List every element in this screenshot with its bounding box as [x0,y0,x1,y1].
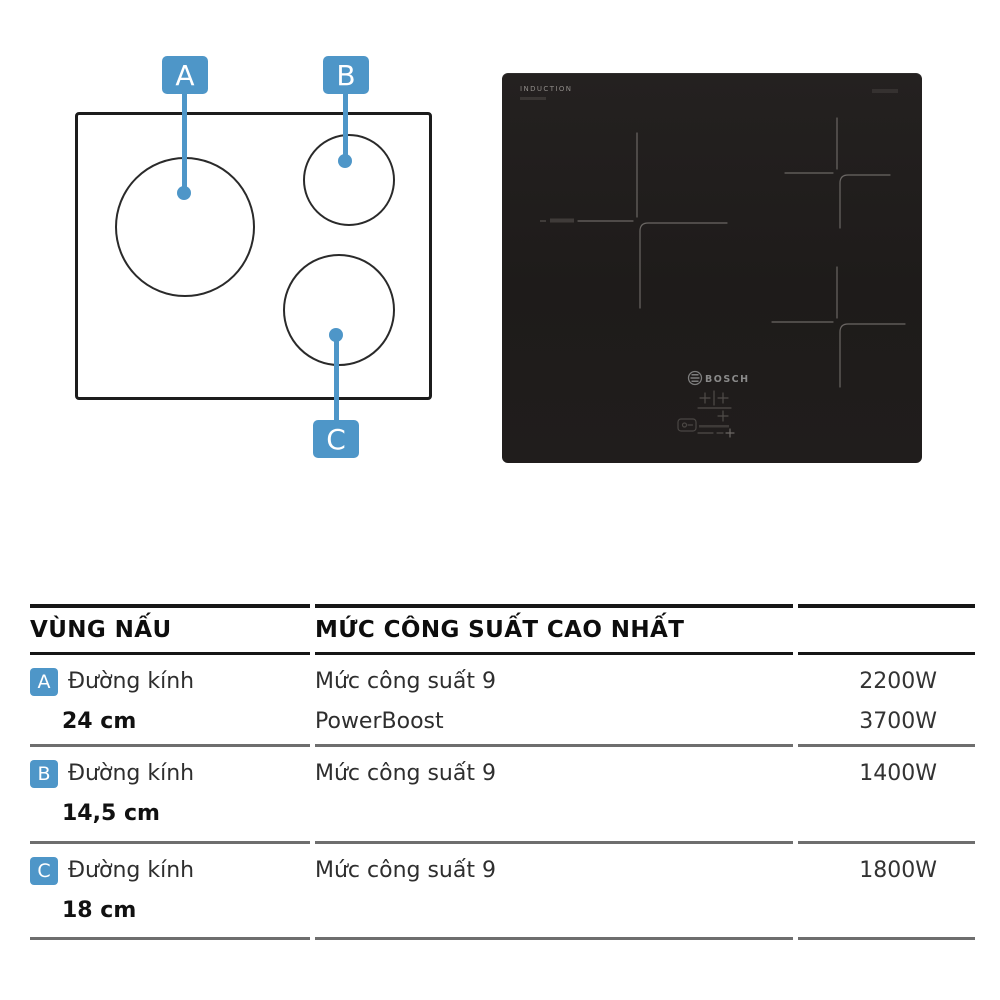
bosch-wordmark: BOSCH [705,374,750,385]
row-b-level-cell: Mức công suất 9 [315,747,793,844]
zone-cross-top-right [784,117,891,229]
zone-label-b: B [323,56,369,94]
callout-dot-a [177,186,191,200]
power-plus-icon [725,428,735,438]
bosch-armature-icon [687,370,703,386]
model-print-mark [872,89,898,93]
control-panel [677,390,735,438]
zone-label-a: A [162,56,208,94]
zone-c-level-1: Mức công suất 9 [315,858,496,883]
zone-a-power-2: 3700W [859,709,937,734]
zone-c-power-1: 1800W [859,858,937,883]
zone-select-plus-left [699,392,711,404]
zone-cross-bottom-right [771,266,906,388]
row-a-power-cell: 2200W 3700W [798,655,975,747]
zone-a-size: 24 cm [62,709,137,734]
zone-a-level-1: Mức công suất 9 [315,669,496,694]
cooktop-photo: INDUCTION [502,73,922,463]
row-a-zone-cell: A Đường kính 24 cm [30,655,310,747]
zone-a-name: Đường kính [68,669,195,694]
header-spacer [798,604,975,655]
zone-b-level-1: Mức công suất 9 [315,761,496,786]
callout-line-b [343,93,348,160]
zone-label-c: C [313,420,359,458]
row-b-zone-cell: B Đường kính 14,5 cm [30,747,310,844]
zone-b-badge: B [30,760,58,788]
spec-table: VÙNG NẤU MỨC CÔNG SUẤT CAO NHẤT A Đường … [30,604,975,940]
key-lock-icon [677,418,697,432]
zone-size-print [540,218,574,223]
callout-dot-b [338,154,352,168]
cooktop-markings: BOSCH [540,117,906,438]
zone-a-badge: A [30,668,58,696]
row-c-zone-cell: C Đường kính 18 cm [30,844,310,940]
bosch-armature-bars [690,374,700,382]
callout-dot-c [329,328,343,342]
zone-select-plus-right [717,392,729,404]
row-a-level-cell: Mức công suất 9 PowerBoost [315,655,793,747]
zone-select-plus-bottom [717,410,729,422]
callout-line-a [182,93,187,192]
induction-print-subline [520,97,546,100]
zone-b-name: Đường kính [68,761,195,786]
bosch-logo: BOSCH [687,370,750,386]
zone-c-circle [283,254,395,366]
zone-b-size: 14,5 cm [62,801,160,826]
zone-cross-left [577,132,728,309]
header-cooking-zone: VÙNG NẤU [30,604,310,655]
row-b-power-cell: 1400W [798,747,975,844]
zone-b-circle [303,134,395,226]
zone-a-level-2: PowerBoost [315,709,444,734]
header-max-power: MỨC CÔNG SUẤT CAO NHẤT [315,604,793,655]
zone-a-power-1: 2200W [859,669,937,694]
zone-c-name: Đường kính [68,858,195,883]
induction-print-label: INDUCTION [520,85,573,93]
callout-line-c [334,334,339,421]
row-c-power-cell: 1800W [798,844,975,940]
key-lock-bow [681,422,688,428]
zone-c-size: 18 cm [62,898,137,923]
row-c-level-cell: Mức công suất 9 [315,844,793,940]
zone-c-badge: C [30,857,58,885]
control-print-text [699,425,729,428]
zone-b-power-1: 1400W [859,761,937,786]
